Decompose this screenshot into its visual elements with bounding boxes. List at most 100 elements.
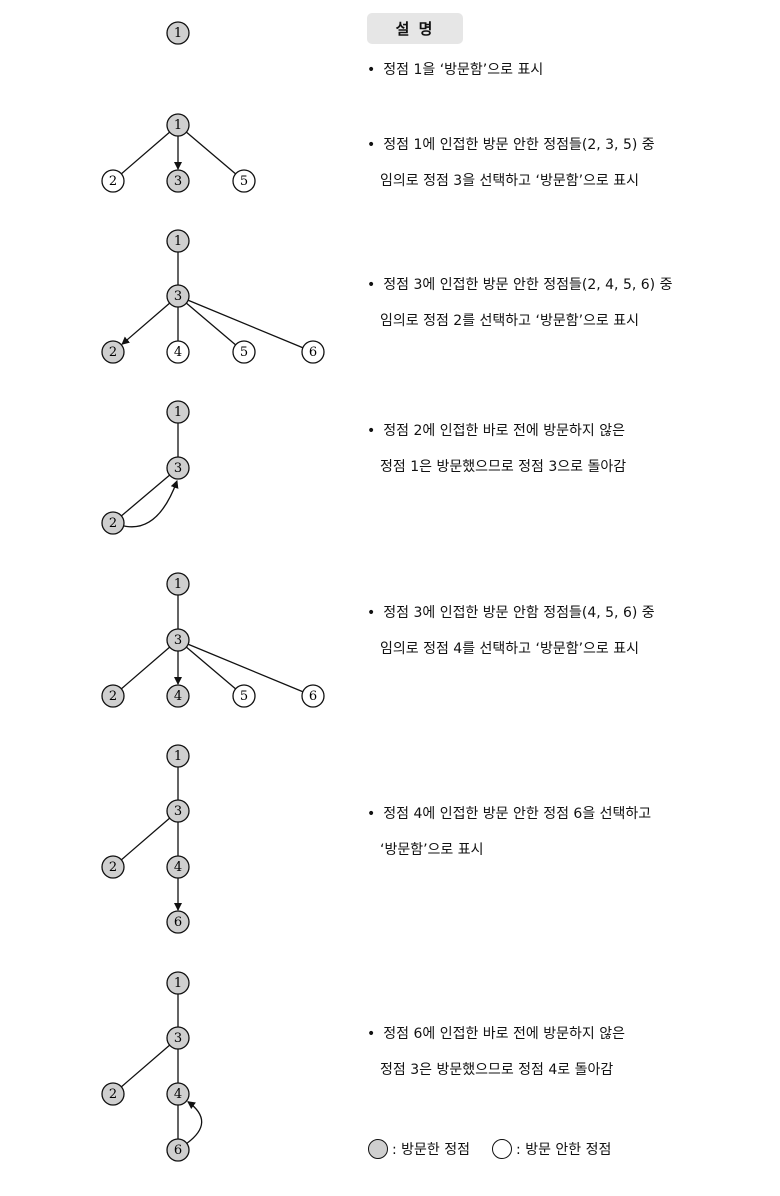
step-2-line-1: 정점 1에 인접한 방문 안한 정점들(2, 3, 5) 중 — [367, 127, 654, 163]
step-3-line-2: 임의로 정점 2를 선택하고 ‘방문함’으로 표시 — [380, 313, 640, 329]
step-7-line-1: 정점 6에 인접한 바로 전에 방문하지 않은 — [367, 1016, 625, 1052]
node-4-label: 4 — [174, 689, 182, 704]
node-2-visited — [101, 1082, 125, 1106]
node-2-visited — [101, 684, 125, 708]
step-3-line-1: 정점 3에 인접한 방문 안한 정점들(2, 4, 5, 6) 중 — [367, 267, 672, 303]
node-3-visited — [166, 1026, 190, 1050]
step-1-graph: 1 — [166, 21, 190, 45]
node-2-visited — [101, 855, 125, 879]
node-2-unvisited — [101, 169, 125, 193]
explanation-header: 설 명 — [367, 13, 463, 44]
edge-3-5 — [185, 302, 237, 346]
backtrack-arrow-6-4 — [186, 1101, 203, 1144]
node-1-visited — [166, 744, 190, 768]
node-4-label: 4 — [174, 860, 182, 875]
step-4-line-1: 정점 2에 인접한 바로 전에 방문하지 않은 — [367, 413, 626, 449]
node-6-label: 6 — [309, 689, 317, 704]
edge-3-6 — [187, 643, 304, 693]
node-3-label: 3 — [174, 633, 182, 648]
unvisited-node-swatch — [492, 1139, 513, 1159]
edge-3-2 — [120, 646, 171, 690]
edge-3-2 — [120, 1044, 171, 1088]
edge-1-5 — [185, 131, 237, 175]
step-7-graph: 1 3 2 4 6 — [101, 971, 203, 1162]
node-3-visited — [166, 169, 190, 193]
node-4-visited — [166, 684, 190, 708]
node-3-label: 3 — [174, 174, 182, 189]
node-1-label: 1 — [174, 976, 182, 991]
node-1-visited — [166, 21, 190, 45]
node-3-label: 3 — [174, 461, 182, 476]
step-5-graph: 1 3 2 4 5 6 — [101, 572, 325, 708]
node-1-label: 1 — [174, 405, 182, 420]
node-6-unvisited — [301, 340, 325, 364]
node-3-label: 3 — [174, 289, 182, 304]
node-3-visited — [166, 456, 190, 480]
node-6-label: 6 — [309, 345, 317, 360]
node-1-visited — [166, 229, 190, 253]
step-description-2: 정점 1에 인접한 방문 안한 정점들(2, 3, 5) 중 임의로 정점 3을… — [367, 127, 655, 199]
step-6-line-2: ‘방문함’으로 표시 — [380, 842, 484, 858]
step-1-line-1: 정점 1을 ‘방문함’으로 표시 — [367, 52, 543, 88]
node-1-label: 1 — [174, 577, 182, 592]
step-7-line-2: 정점 3은 방문했으므로 정점 4로 돌아감 — [380, 1062, 614, 1078]
edge-3-6 — [187, 299, 304, 349]
node-3-label: 3 — [174, 804, 182, 819]
legend-visited-label: : 방문한 정점 — [392, 1142, 471, 1158]
step-description-1: 정점 1을 ‘방문함’으로 표시 — [367, 52, 543, 88]
step-description-7: 정점 6에 인접한 바로 전에 방문하지 않은 정점 3은 방문했으므로 정점 … — [367, 1016, 625, 1088]
backtrack-arrow-2-3 — [123, 480, 179, 528]
node-1-visited — [166, 572, 190, 596]
step-2-line-2: 임의로 정점 3을 선택하고 ‘방문함’으로 표시 — [380, 173, 640, 189]
node-1-label: 1 — [174, 26, 182, 41]
node-2-label: 2 — [109, 174, 117, 189]
node-6-visited — [166, 910, 190, 934]
step-description-4: 정점 2에 인접한 바로 전에 방문하지 않은 정점 1은 방문했으므로 정점 … — [367, 413, 626, 485]
node-3-visited — [166, 628, 190, 652]
node-4-label: 4 — [174, 1087, 182, 1102]
node-2-label: 2 — [109, 516, 117, 531]
node-6-label: 6 — [174, 1143, 182, 1158]
node-4-unvisited — [166, 340, 190, 364]
node-1-visited — [166, 971, 190, 995]
node-5-unvisited — [232, 340, 256, 364]
legend-visited: : 방문한 정점 — [368, 1139, 470, 1159]
step-description-5: 정점 3에 인접한 방문 안함 정점들(4, 5, 6) 중 임의로 정점 4를… — [367, 595, 655, 667]
node-6-unvisited — [301, 684, 325, 708]
node-2-label: 2 — [109, 1087, 117, 1102]
step-4-graph: 1 3 2 — [101, 400, 190, 535]
step-description-3: 정점 3에 인접한 방문 안한 정점들(2, 4, 5, 6) 중 임의로 정점… — [367, 267, 672, 339]
step-2-graph: 1 2 3 5 — [101, 113, 256, 193]
node-6-visited — [166, 1138, 190, 1162]
node-3-visited — [166, 284, 190, 308]
node-5-unvisited — [232, 169, 256, 193]
step-6-line-1: 정점 4에 인접한 방문 안한 정점 6을 선택하고 — [367, 796, 651, 832]
node-2-visited — [101, 340, 125, 364]
node-1-label: 1 — [174, 749, 182, 764]
node-1-visited — [166, 400, 190, 424]
node-5-unvisited — [232, 684, 256, 708]
visited-node-swatch — [368, 1139, 388, 1159]
edge-3-5 — [185, 646, 237, 690]
node-2-visited — [101, 511, 125, 535]
edge-1-2 — [120, 131, 171, 175]
legend: : 방문한 정점 : 방문 안한 정점 — [368, 1139, 633, 1159]
node-2-label: 2 — [109, 860, 117, 875]
legend-unvisited-label: : 방문 안한 정점 — [516, 1142, 612, 1158]
node-1-visited — [166, 113, 190, 137]
node-3-visited — [166, 799, 190, 823]
node-2-label: 2 — [109, 689, 117, 704]
node-4-label: 4 — [174, 345, 182, 360]
step-description-6: 정점 4에 인접한 방문 안한 정점 6을 선택하고 ‘방문함’으로 표시 — [367, 796, 651, 868]
node-3-label: 3 — [174, 1031, 182, 1046]
node-1-label: 1 — [174, 118, 182, 133]
node-4-visited — [166, 855, 190, 879]
step-5-line-2: 임의로 정점 4를 선택하고 ‘방문함’으로 표시 — [380, 641, 640, 657]
node-5-label: 5 — [240, 174, 248, 189]
node-2-label: 2 — [109, 345, 117, 360]
node-5-label: 5 — [240, 689, 248, 704]
node-4-visited — [166, 1082, 190, 1106]
edge-3-2 — [120, 474, 171, 517]
